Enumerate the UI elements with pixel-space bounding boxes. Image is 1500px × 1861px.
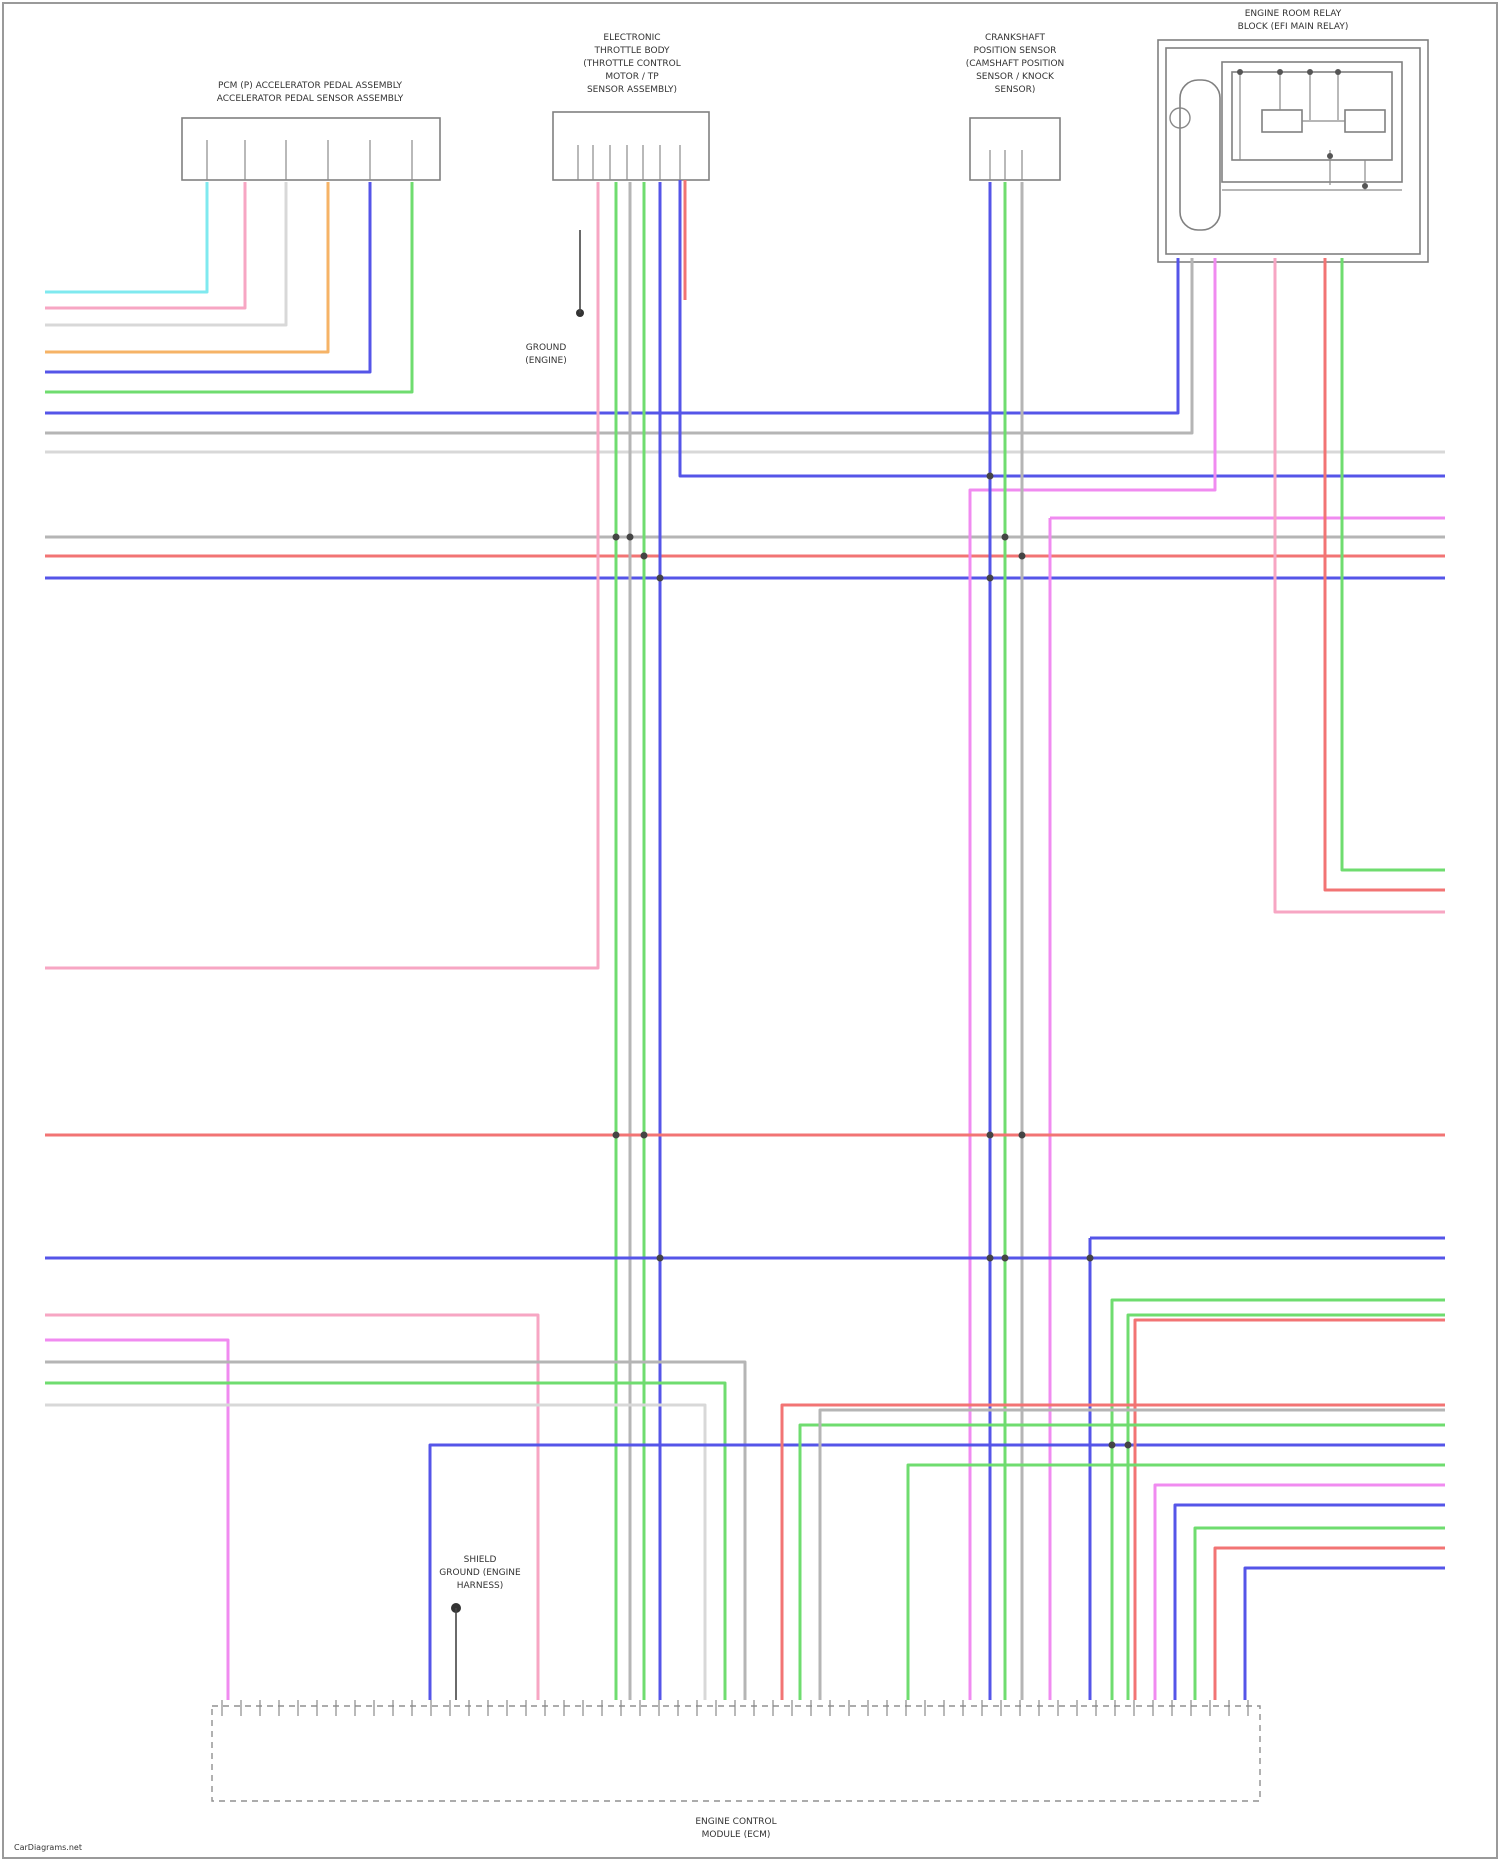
ground-engine-label-1: GROUND (526, 343, 567, 353)
splice-dot-4 (987, 473, 994, 480)
ecm-module: ENGINE CONTROL MODULE (ECM) (212, 1706, 1260, 1840)
wire-pink-18 (1275, 258, 1445, 912)
throttle-body-title-3: (THROTTLE CONTROL (583, 59, 680, 69)
shield-ground-label-1: SHIELD (464, 1555, 497, 1565)
wire-pink-2 (45, 182, 245, 308)
pedal-sensor-connector: PCM (P) ACCELERATOR PEDAL ASSEMBLY ACCEL… (182, 81, 440, 180)
wire-lightgray-3 (45, 182, 286, 325)
crank-sensor-title-2: POSITION SENSOR (974, 46, 1057, 56)
ecm-title-2: MODULE (ECM) (702, 1830, 771, 1840)
splice-dot-11 (1019, 1132, 1026, 1139)
pedal-sensor-title-2: ACCELERATOR PEDAL SENSOR ASSEMBLY (217, 94, 404, 104)
shield-ground-label-2: GROUND (ENGINE (439, 1568, 521, 1578)
splice-dot-7 (987, 575, 994, 582)
crank-sensor-title-3: (CAMSHAFT POSITION (966, 59, 1065, 69)
throttle-body-connector: ELECTRONIC THROTTLE BODY (THROTTLE CONTR… (553, 33, 709, 180)
splice-dot-6 (1019, 553, 1026, 560)
wire-magenta-47 (1155, 1485, 1445, 1700)
splice-dot-14 (1002, 1255, 1009, 1262)
crank-sensor-connector: CRANKSHAFT POSITION SENSOR (CAMSHAFT POS… (966, 33, 1065, 180)
splice-dot-2 (641, 553, 648, 560)
wire-gray-35 (45, 1362, 745, 1700)
splice-dot-9 (641, 1132, 648, 1139)
wire-cyan-1 (45, 182, 207, 292)
splice-dot-3 (657, 575, 664, 582)
splice-dot-1 (627, 534, 634, 541)
wire-gray-8 (45, 258, 1192, 433)
pedal-sensor-title-1: PCM (P) ACCELERATOR PEDAL ASSEMBLY (218, 81, 403, 91)
throttle-body-title-1: ELECTRONIC (603, 33, 660, 43)
ecm-title-1: ENGINE CONTROL (695, 1817, 776, 1827)
splice-dot-15 (1087, 1255, 1094, 1262)
wire-green-49 (1195, 1528, 1445, 1700)
wire-red-50 (1215, 1548, 1445, 1700)
throttle-body-title-2: THROTTLE BODY (593, 46, 670, 56)
shield-ground: SHIELD GROUND (ENGINE HARNESS) (439, 1555, 521, 1700)
wire-gray-45 (820, 1410, 1445, 1700)
wire-green-20 (1342, 258, 1445, 870)
wire-group (45, 180, 1445, 1700)
splice-dot-0 (613, 534, 620, 541)
wire-green-36 (45, 1383, 725, 1700)
relay-block: ENGINE ROOM RELAY BLOCK (EFI MAIN RELAY) (1158, 9, 1428, 262)
shield-ground-label-3: HARNESS) (457, 1581, 504, 1591)
wire-pink-21 (45, 182, 598, 968)
wire-green-6 (45, 182, 412, 392)
pin-group (207, 140, 1248, 1716)
crank-sensor-title-1: CRANKSHAFT (985, 33, 1046, 43)
relay-block-title-2: BLOCK (EFI MAIN RELAY) (1238, 22, 1349, 32)
wire-blue-51 (1245, 1568, 1445, 1700)
crank-sensor-title-5: SENSOR) (995, 85, 1036, 95)
ground-engine: GROUND (ENGINE) (525, 230, 584, 366)
splice-dot-16 (1109, 1442, 1116, 1449)
splice-dot-10 (987, 1132, 994, 1139)
throttle-body-title-5: SENSOR ASSEMBLY) (587, 85, 677, 95)
wire-red-42 (1135, 1320, 1445, 1700)
wire-blue-7 (45, 258, 1178, 413)
footer-credit: CarDiagrams.net (14, 1843, 82, 1852)
wire-pink-33 (45, 1315, 538, 1700)
crank-sensor-title-4: SENSOR / KNOCK (976, 72, 1055, 82)
splice-dot-13 (987, 1255, 994, 1262)
relay-block-title-1: ENGINE ROOM RELAY (1245, 9, 1342, 19)
wire-green-40 (1112, 1300, 1445, 1700)
wire-lightgray-37 (45, 1405, 705, 1700)
splice-dot-5 (1002, 534, 1009, 541)
wire-blue-39 (430, 1445, 1445, 1700)
splice-dot-12 (657, 1255, 664, 1262)
throttle-body-title-4: MOTOR / TP (605, 72, 659, 82)
wire-magenta-34 (45, 1340, 228, 1700)
splice-dot-17 (1125, 1442, 1132, 1449)
splice-dot-8 (613, 1132, 620, 1139)
ground-engine-label-2: (ENGINE) (525, 356, 567, 366)
